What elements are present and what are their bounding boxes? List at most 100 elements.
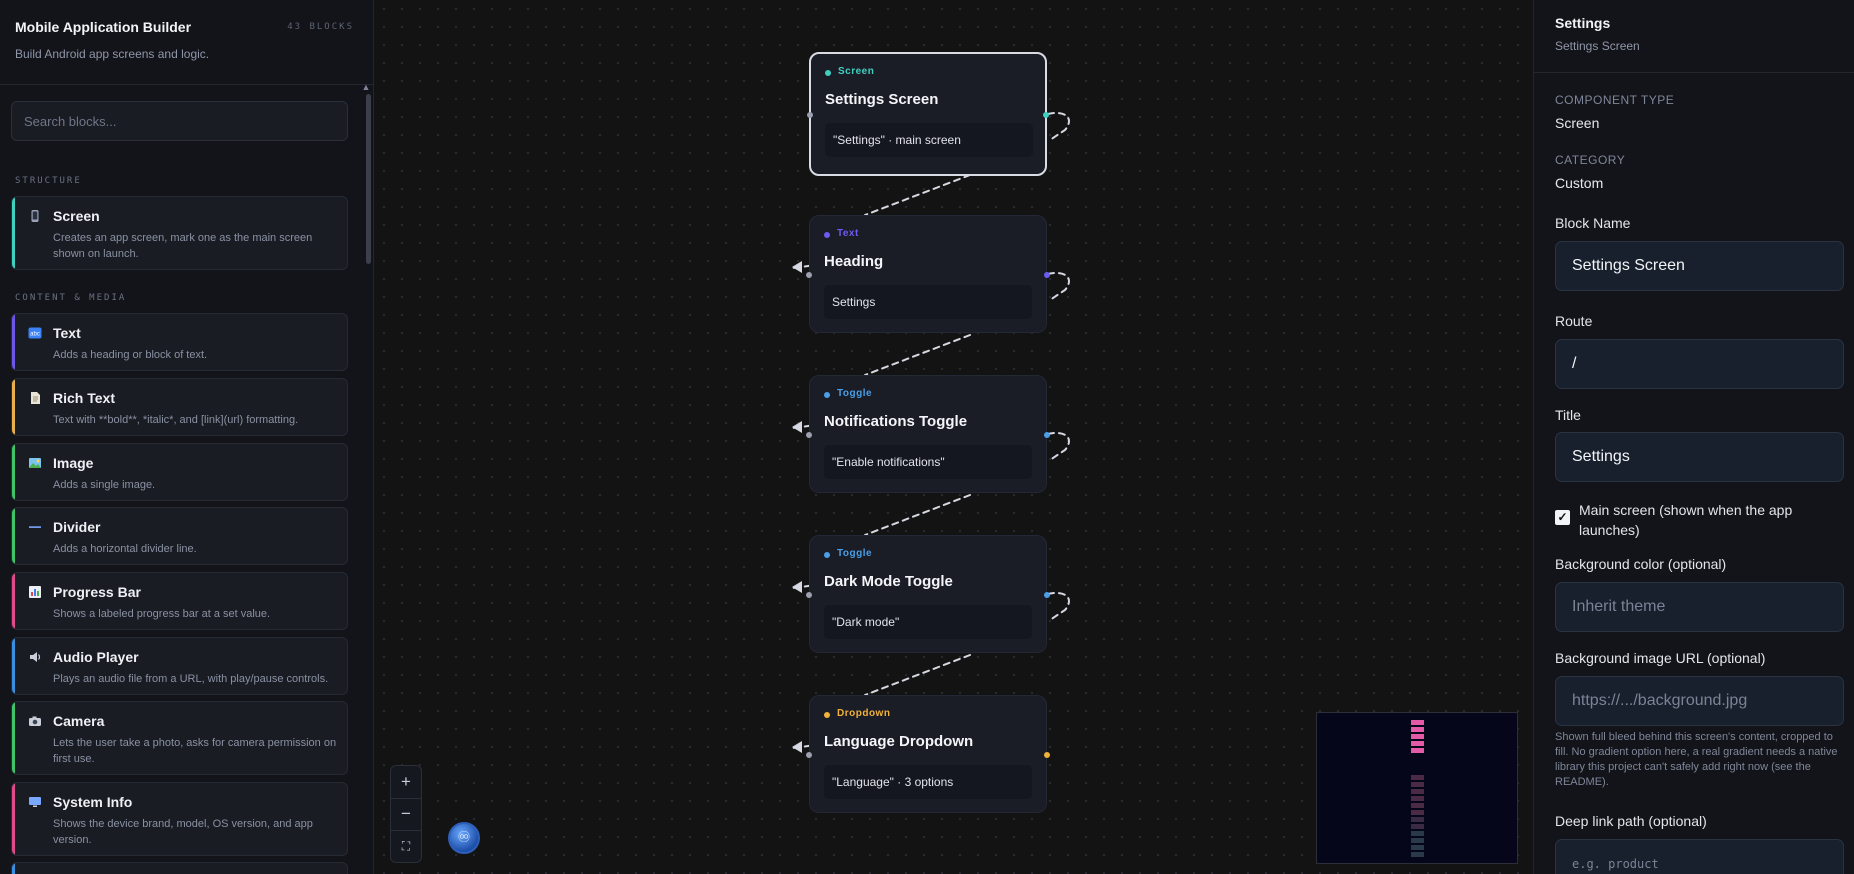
node-title: Notifications Toggle [824,413,968,430]
sidebar-scrollbar[interactable] [366,94,371,264]
title-input[interactable] [1555,432,1844,482]
route-input[interactable] [1555,339,1844,389]
block-name: Progress Bar [53,584,141,600]
main-screen-checkbox[interactable]: ✓ [1555,510,1570,525]
minimap-node [1411,838,1424,843]
block-description: Creates an app screen, mark one as the m… [53,232,313,260]
block-name: Divider [53,519,101,535]
search-blocks-input[interactable] [11,101,348,141]
minimap-node [1411,831,1424,836]
title-label: Title [1555,407,1581,423]
input-port[interactable] [806,432,812,438]
node-title: Dark Mode Toggle [824,573,953,590]
bg-image-input[interactable] [1555,676,1844,726]
svg-text:abc: abc [30,332,40,338]
edge-out-1 [1047,112,1070,141]
input-port[interactable] [806,592,812,598]
arrow-head-2 [792,261,802,273]
node-type-dot [824,552,830,558]
plus-icon[interactable]: + [401,772,411,791]
block-screen[interactable]: Screen Creates an app screen, mark one a… [11,196,348,270]
bg-color-label: Background color (optional) [1555,556,1727,572]
edge-4 [864,654,971,696]
edge-3 [864,494,971,536]
block-rich-text[interactable]: Rich Text Text with **bold**, *italic*, … [11,378,348,436]
minus-icon[interactable]: − [401,804,411,823]
input-port[interactable] [807,112,813,118]
app-title: Mobile Application Builder [15,19,192,35]
app-subtitle: Build Android app screens and logic. [15,47,210,61]
edge-out-2 [1047,272,1070,301]
block-library-sidebar: Mobile Application Builder 43 BLOCKS Bui… [0,0,374,874]
section-structure: STRUCTURE [15,176,82,186]
category-label: CATEGORY [1555,153,1626,167]
fit-view-icon[interactable]: ⛶ [401,839,411,853]
edge-1 [864,174,971,216]
node-dark-mode-toggle[interactable]: Toggle Dark Mode Toggle "Dark mode" [806,535,1050,653]
block-image[interactable]: Image Adds a single image. [11,443,348,501]
node-title: Settings Screen [825,91,939,108]
minimap-node [1411,789,1424,794]
node-heading[interactable]: Text Heading Settings [806,215,1050,333]
block-name: Rich Text [53,390,115,406]
edge-out-3 [1047,432,1070,461]
block-camera[interactable]: Camera Lets the user take a photo, asks … [11,701,348,775]
section-content-media: CONTENT & MEDIA [15,293,127,303]
bg-help-text: Shown full bleed behind this screen's co… [1555,731,1838,788]
node-language-dropdown[interactable]: Dropdown Language Dropdown "Language" · … [806,695,1050,813]
block-count: 43 BLOCKS [287,22,354,32]
block-name: Image [53,455,94,471]
flow-canvas[interactable]: Screen Settings Screen "Settings" · main… [375,0,1533,874]
minimap-node [1411,796,1424,801]
block-description: Shows a labeled progress bar at a set va… [53,608,271,620]
scroll-up-arrow-icon[interactable]: ▲ [361,82,371,92]
block-name: Screen [53,208,100,224]
minimap-node [1411,748,1424,753]
output-port[interactable] [1044,272,1050,278]
block-audio-player[interactable]: Audio Player Plays an audio file from a … [11,637,348,695]
category-value: Custom [1555,175,1604,191]
bg-image-label: Background image URL (optional) [1555,650,1766,666]
node-summary: "Language" · 3 options [824,765,1032,799]
input-port[interactable] [806,272,812,278]
output-port[interactable] [1044,752,1050,758]
block-text[interactable]: abc Text Adds a heading or block of text… [11,313,348,371]
arrow-head-4 [792,581,802,593]
node-type-dot [825,70,831,76]
edge-out-4 [1047,592,1070,621]
node-type-dot [824,712,830,718]
block-progress-bar[interactable]: Progress Bar Shows a labeled progress ba… [11,572,348,630]
route-label: Route [1555,313,1593,329]
deep-link-input[interactable] [1555,839,1844,874]
block-name-input[interactable] [1555,241,1844,291]
minimap-node [1411,734,1424,739]
output-port[interactable] [1043,112,1049,118]
node-summary: "Dark mode" [824,605,1032,639]
block-description: Lets the user take a photo, asks for cam… [53,737,337,765]
output-port[interactable] [1044,592,1050,598]
node-type: Toggle [837,388,873,399]
minimap-node [1411,817,1424,822]
node-settings-screen[interactable]: Screen Settings Screen "Settings" · main… [807,52,1049,176]
minimap[interactable] [1316,712,1518,864]
bg-color-input[interactable] [1555,582,1844,632]
panel-subtitle: Settings Screen [1555,39,1640,53]
block-partial[interactable] [11,862,348,874]
block-system-info[interactable]: System Info Shows the device brand, mode… [11,782,348,856]
assistant-logo-icon[interactable]: ♾ [448,822,480,854]
output-port[interactable] [1044,432,1050,438]
node-notifications-toggle[interactable]: Toggle Notifications Toggle "Enable noti… [806,375,1050,493]
block-description: Plays an audio file from a URL, with pla… [53,673,329,685]
picture-icon [28,456,42,470]
dash-icon [28,520,42,534]
input-port[interactable] [806,752,812,758]
block-description: Adds a horizontal divider line. [53,543,197,555]
camera-icon [28,714,42,728]
monitor-icon [28,795,42,809]
minimap-node [1411,727,1424,732]
node-type: Dropdown [837,708,891,719]
sidebar-header: Mobile Application Builder 43 BLOCKS Bui… [0,0,373,85]
node-summary: "Enable notifications" [824,445,1032,479]
block-divider[interactable]: Divider Adds a horizontal divider line. [11,507,348,565]
